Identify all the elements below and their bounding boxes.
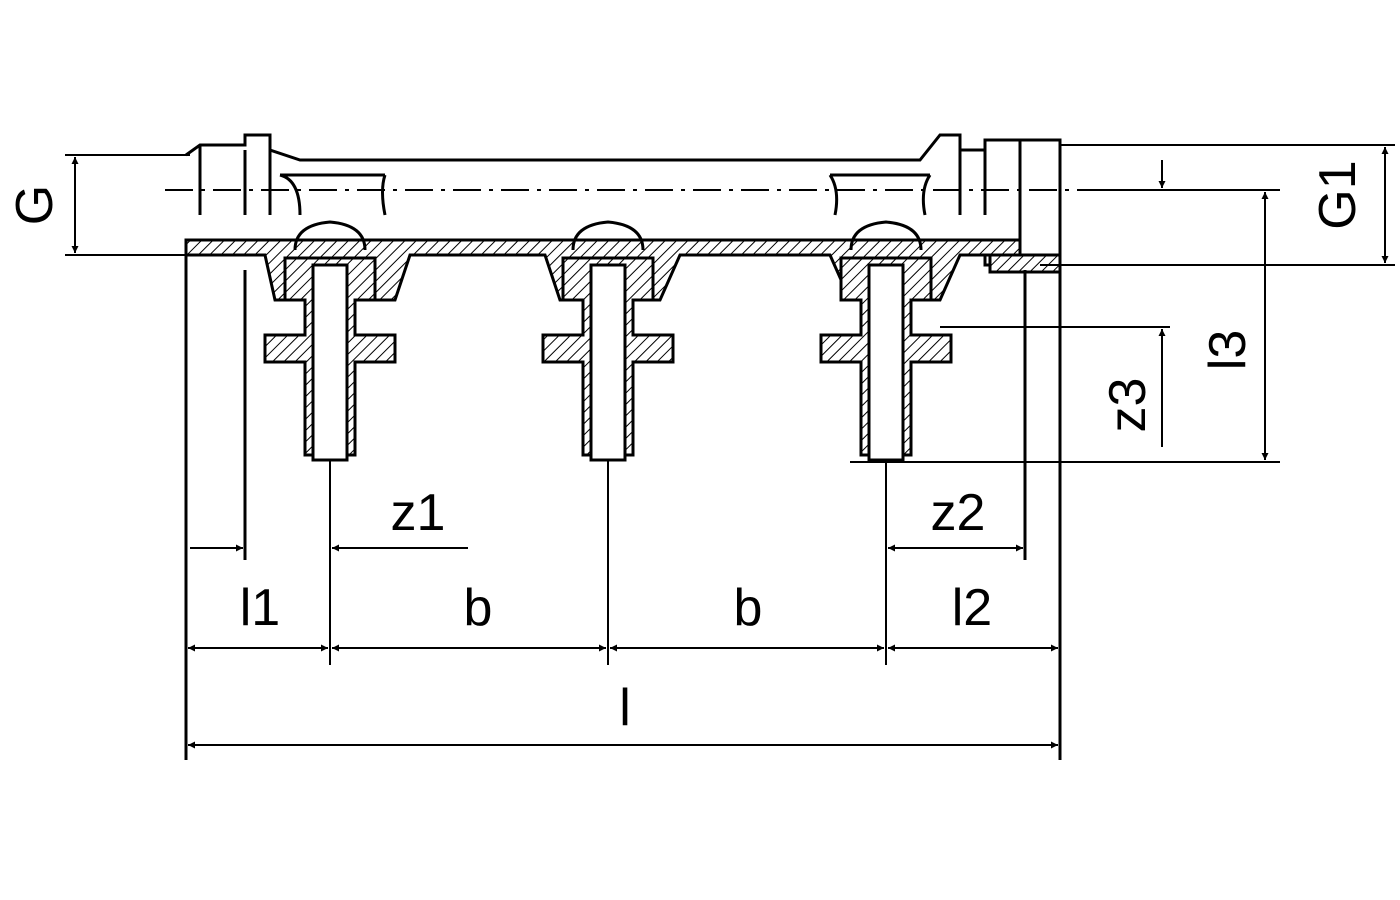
dimension-lines — [71, 147, 1389, 749]
label-l3: l3 — [1199, 330, 1257, 370]
label-G1: G1 — [1309, 160, 1367, 229]
label-l1: l1 — [240, 579, 280, 637]
label-z3: z3 — [1099, 378, 1157, 433]
outlet-fitting — [263, 220, 397, 470]
outlet-fitting — [819, 220, 953, 470]
extension-lines — [65, 144, 1395, 760]
label-z2: z2 — [931, 484, 986, 542]
outlet-fittings — [263, 220, 953, 470]
label-l2: l2 — [952, 579, 992, 637]
label-G: G — [6, 185, 64, 225]
label-b-left: b — [464, 579, 493, 637]
outlet-fitting — [541, 220, 675, 470]
label-z1: z1 — [391, 484, 446, 542]
label-b-right: b — [734, 579, 763, 637]
label-l: l — [619, 679, 631, 737]
